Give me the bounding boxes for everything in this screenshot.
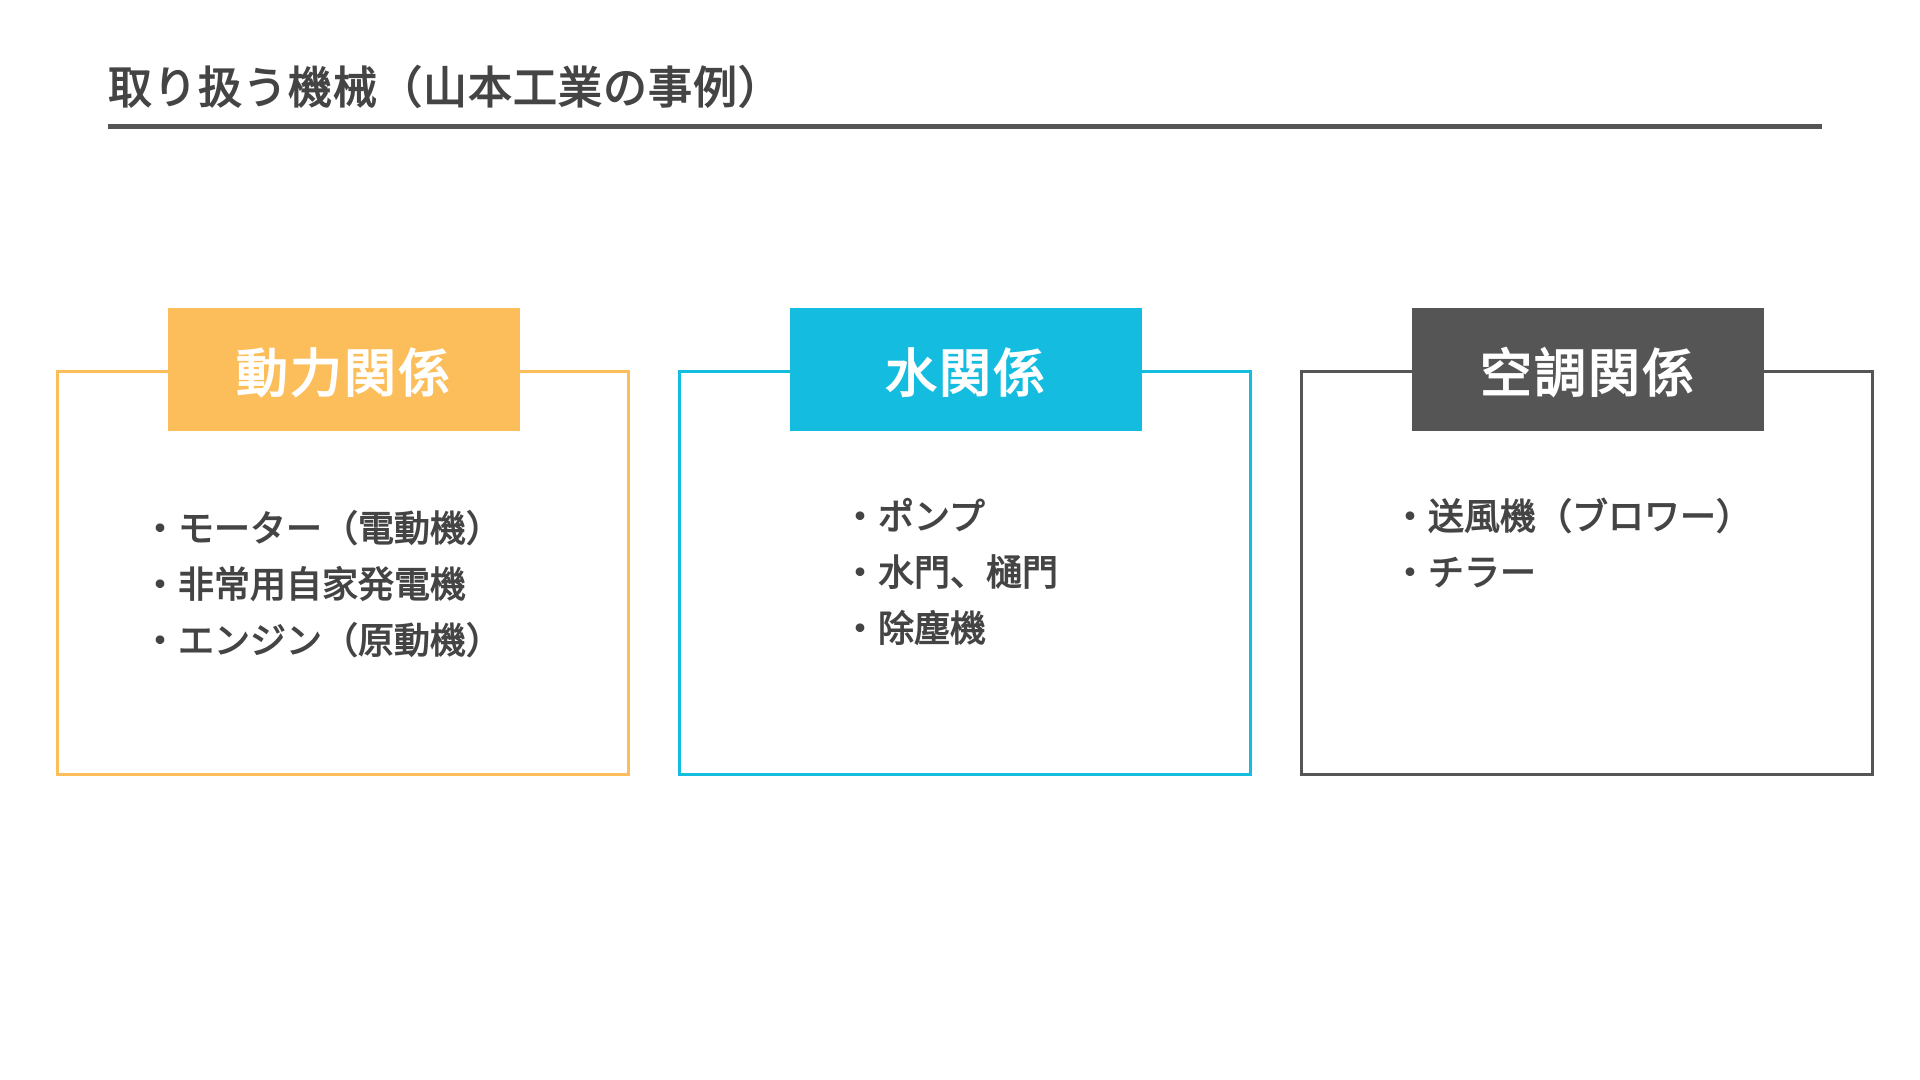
list-item: モーター（電動機） bbox=[142, 502, 502, 558]
list-item: チラー bbox=[1392, 546, 1752, 602]
category-header-power: 動力関係 bbox=[168, 308, 520, 431]
list-item: 除塵機 bbox=[842, 602, 1058, 658]
category-list-power: モーター（電動機） 非常用自家発電機 エンジン（原動機） bbox=[142, 502, 502, 670]
category-list-hvac: 送風機（ブロワー） チラー bbox=[1392, 490, 1752, 602]
list-item: ポンプ bbox=[842, 490, 1058, 546]
page-title: 取り扱う機械（山本工業の事例） bbox=[108, 63, 783, 114]
list-item: 水門、樋門 bbox=[842, 546, 1058, 602]
category-header-hvac: 空調関係 bbox=[1412, 308, 1764, 431]
list-item: 非常用自家発電機 bbox=[142, 558, 502, 614]
category-header-water: 水関係 bbox=[790, 308, 1142, 431]
category-list-water: ポンプ 水門、樋門 除塵機 bbox=[842, 490, 1058, 658]
list-item: エンジン（原動機） bbox=[142, 614, 502, 670]
title-divider bbox=[108, 124, 1822, 129]
list-item: 送風機（ブロワー） bbox=[1392, 490, 1752, 546]
